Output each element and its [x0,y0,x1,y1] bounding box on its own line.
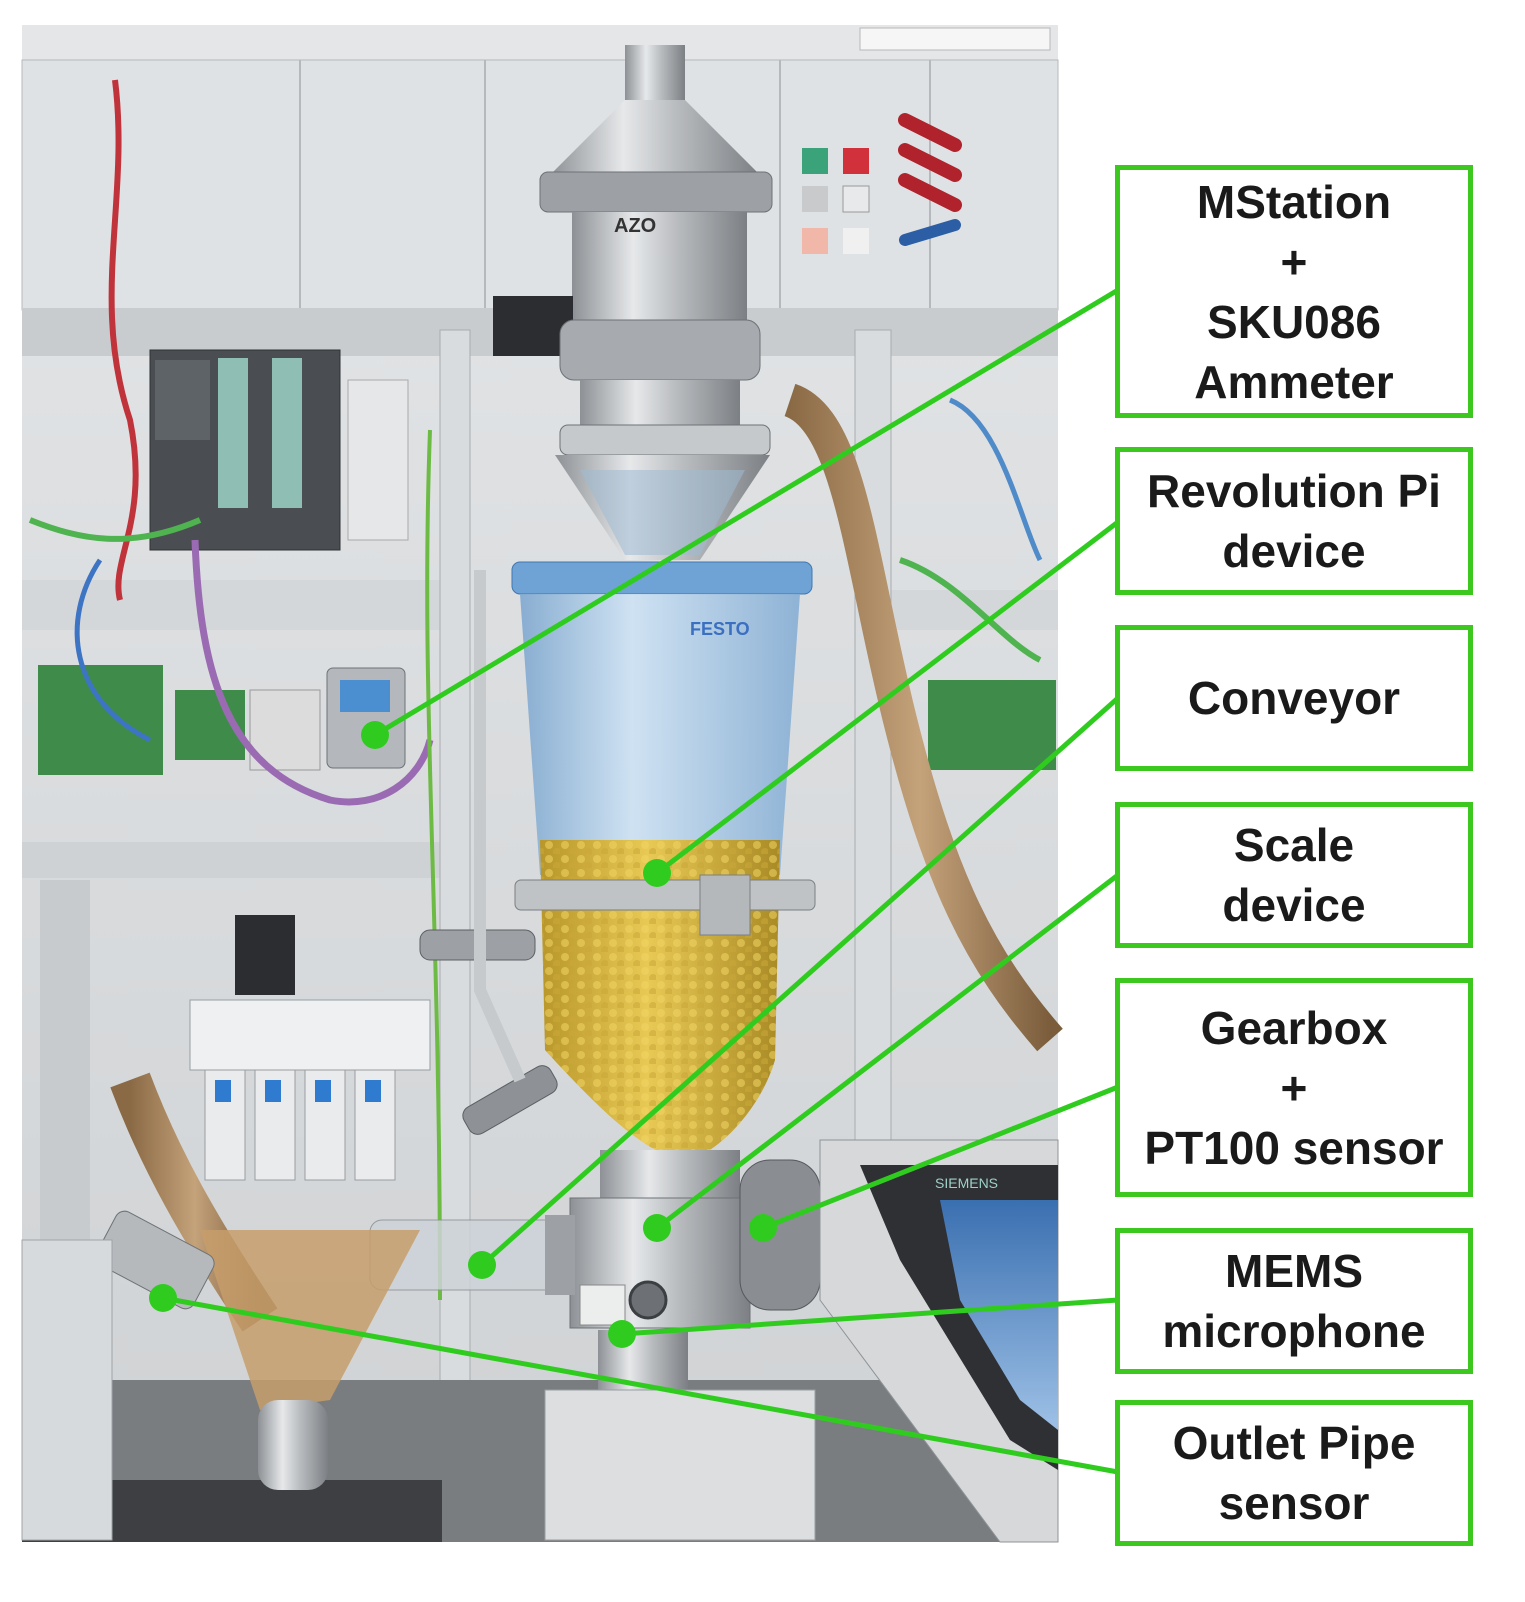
label-text-mems: MEMS microphone [1162,1245,1426,1357]
cables [28,79,1043,1301]
marker-dot-mems [608,1320,636,1348]
label-text-gearbox: Gearbox + PT100 sensor [1144,1001,1444,1174]
pneumatic-valves [189,915,431,1181]
leader-line-scale [655,873,1120,1230]
label-mstation: MStation + SKU086 Ammeter [1115,165,1473,418]
festo-marking: FESTO [690,619,750,639]
marker-dot-conveyor [468,1251,496,1279]
siemens-marking: SIEMENS [935,1175,998,1191]
leader-line-mems [621,1297,1119,1337]
leader-line-conveyor [480,696,1120,1267]
hopper-top: AZO [493,45,773,560]
label-mems: MEMS microphone [1115,1228,1473,1374]
marker-dot-mstation [361,721,389,749]
leader-line-gearbox [762,1084,1119,1231]
label-revpi: Revolution Pi device [1115,447,1473,595]
hmi-panel: SIEMENS [819,1139,1059,1543]
control-buttons [802,113,962,254]
leader-line-mstation [373,287,1120,738]
azo-marking: AZO [614,215,656,237]
label-text-conveyor: Conveyor [1187,672,1401,724]
label-text-outlet: Outlet Pipe sensor [1172,1417,1416,1529]
label-outlet: Outlet Pipe sensor [1115,1400,1473,1546]
label-text-scale: Scale device [1222,819,1366,931]
label-conveyor: Conveyor [1115,625,1473,771]
conveyor-assembly [369,1150,821,1541]
label-text-mstation: MStation + SKU086 Ammeter [1194,175,1394,408]
leader-line-outlet [162,1295,1119,1475]
leader-dots [149,721,777,1348]
marker-dot-scale [643,1214,671,1242]
marker-dot-revpi [643,859,671,887]
label-gearbox: Gearbox + PT100 sensor [1115,978,1473,1197]
leader-line-revpi [655,520,1120,875]
marker-dot-outlet [149,1284,177,1312]
label-scale: Scale device [1115,802,1473,948]
leader-lines [162,287,1120,1475]
label-text-revpi: Revolution Pi device [1147,465,1441,577]
acrylic-hopper: FESTO [419,561,816,1160]
mstation-device [326,667,406,769]
outlet-cone [21,1210,420,1541]
marker-dot-gearbox [749,1214,777,1242]
plc-modules [38,349,1056,775]
